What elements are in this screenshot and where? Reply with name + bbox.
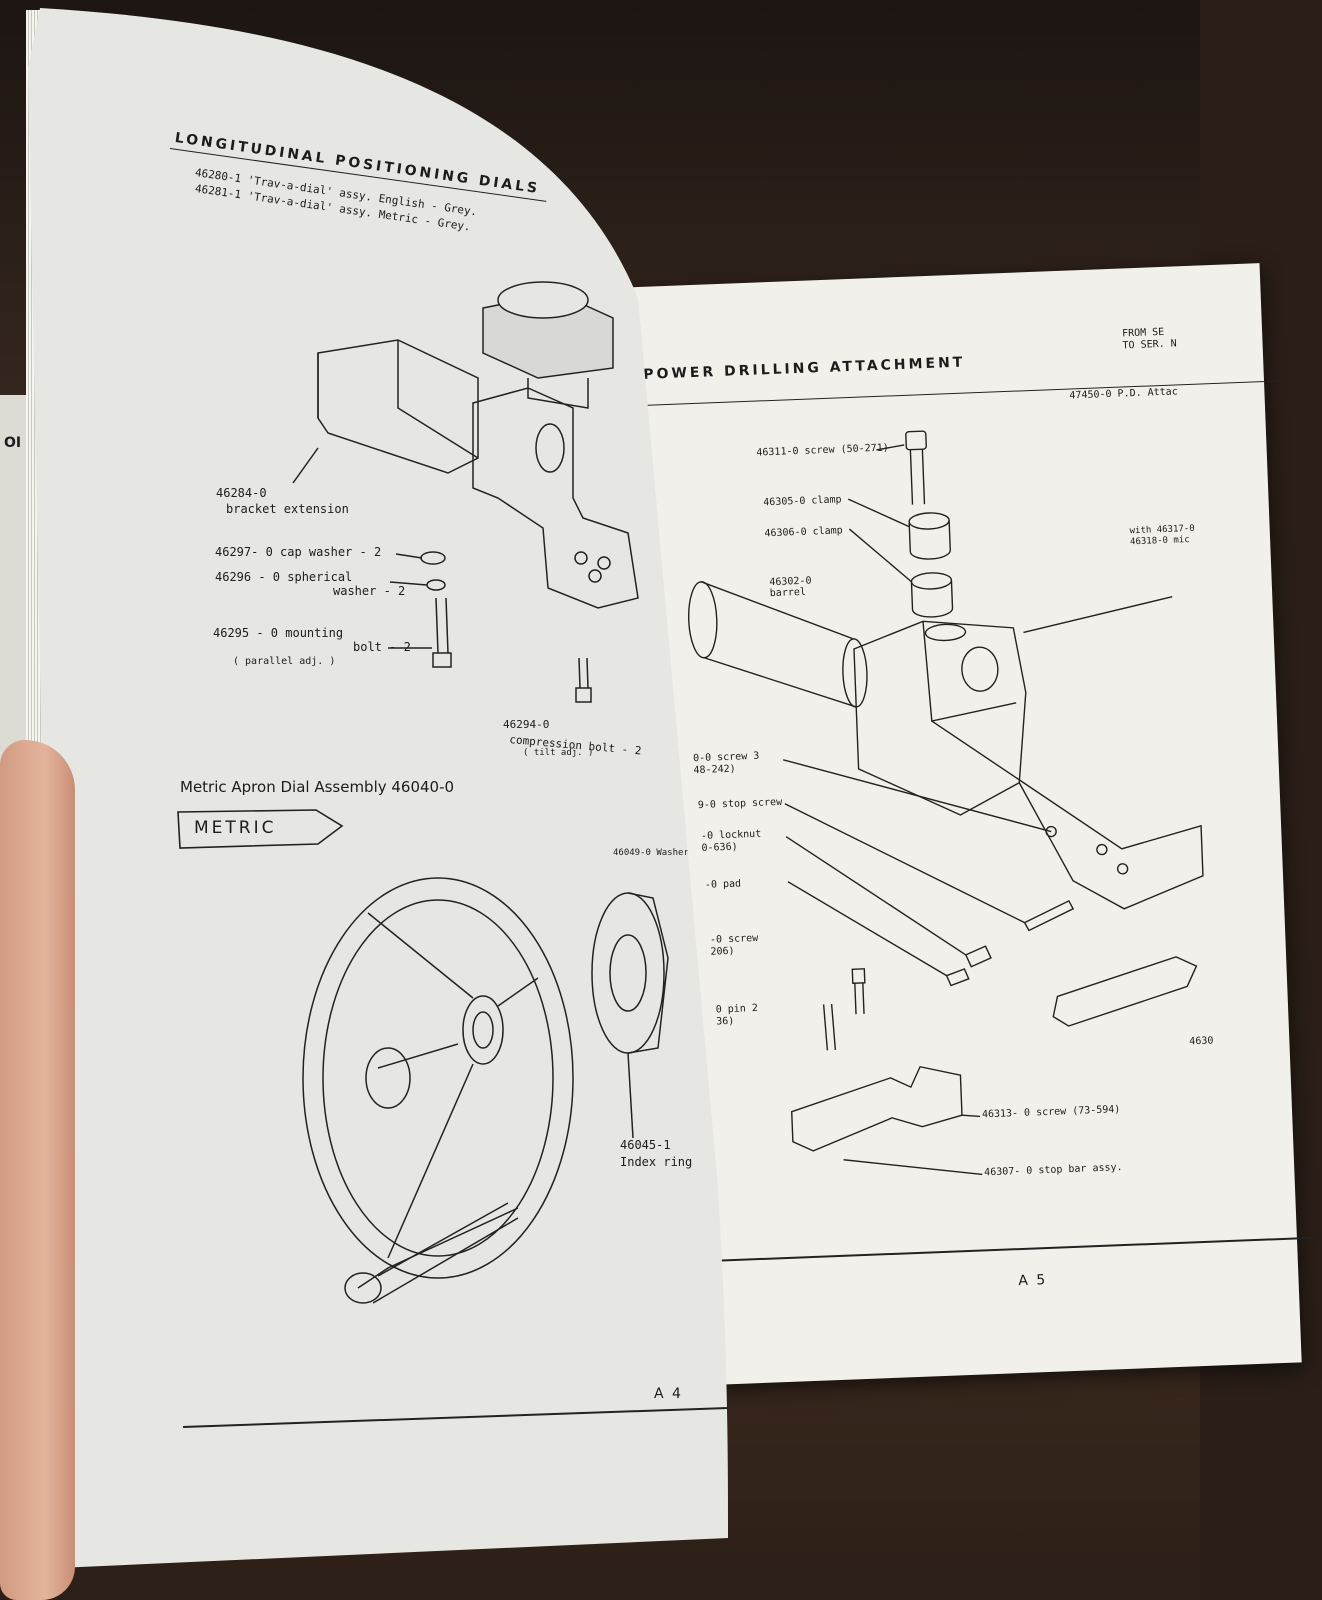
drilling-attachment-drawing [687, 430, 1204, 1176]
metric-tag-shape [176, 808, 346, 852]
right-page: POWER DRILLING ATTACHMENT FROM SE TO SER… [560, 263, 1317, 1390]
label-bracket-text: bracket extension [226, 502, 349, 516]
left-page-number: A 4 [654, 1386, 683, 1402]
label-index-ring-text: Index ring [620, 1155, 693, 1169]
label-mounting-1: 46295 - 0 mounting [213, 626, 344, 640]
right-page-number: A 5 [1018, 1272, 1048, 1290]
label-tilt-adj: ( tilt adj. ) [523, 748, 594, 758]
label-spherical-1: 46296 - 0 spherical [215, 570, 353, 584]
label-index-ring-number: 46045-1 [620, 1138, 671, 1152]
label-cap-washer: 46297- 0 cap washer - 2 [215, 545, 382, 559]
label-bracket-number: 46284-0 [216, 486, 267, 500]
section-title-metric-apron: Metric Apron Dial Assembly 46040-0 [180, 778, 455, 796]
label-compression-number: 46294-0 [503, 718, 550, 731]
label-spherical-2: washer - 2 [333, 584, 406, 598]
holding-hand [0, 740, 75, 1600]
label-parallel-adj: ( parallel adj. ) [233, 656, 336, 667]
label-washer-46049: 46049-0 Washer [613, 848, 689, 858]
positioning-dials-drawing [28, 258, 728, 1558]
metric-tag-label: METRIC [194, 818, 277, 838]
label-mounting-2: bolt - 2 [353, 640, 411, 654]
